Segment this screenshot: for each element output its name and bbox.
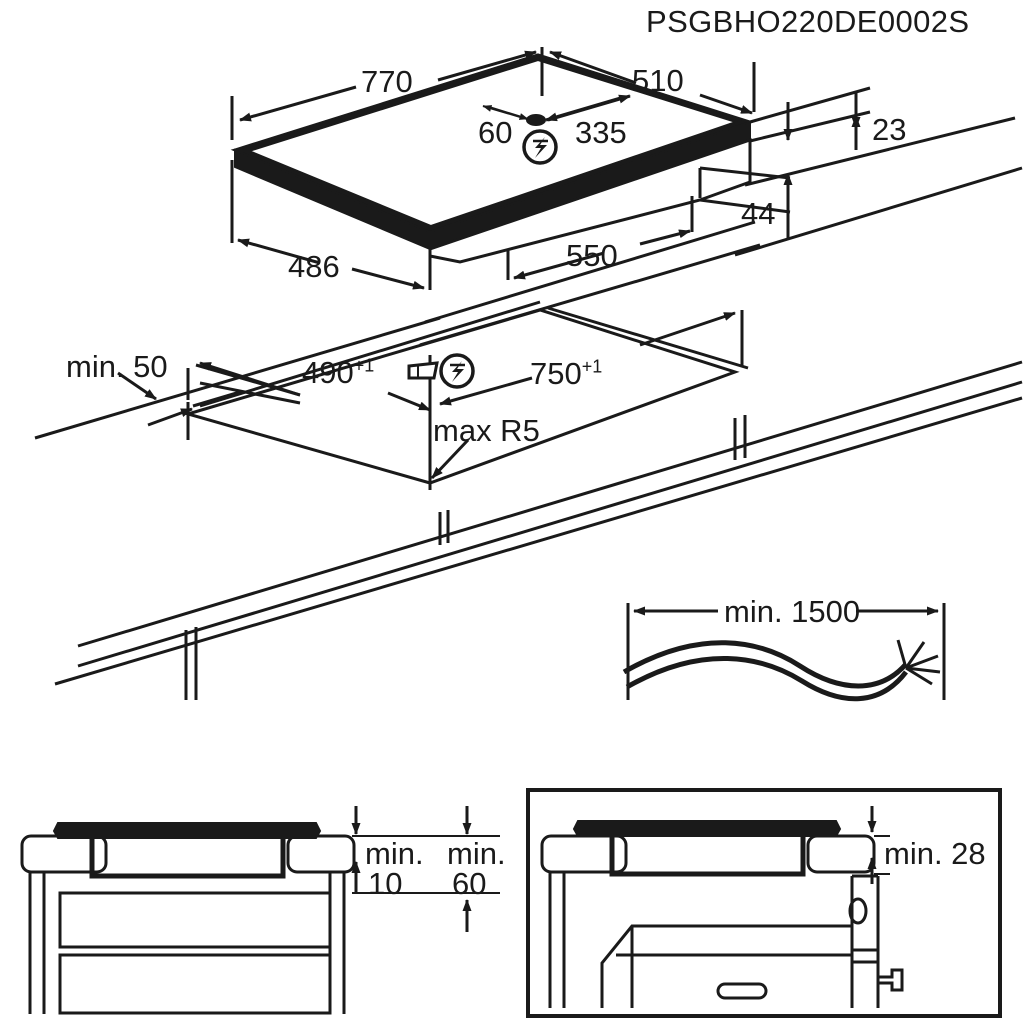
dim-335 xyxy=(545,94,631,122)
section-left-view xyxy=(20,806,500,1015)
hob-glass-section-r xyxy=(572,820,842,837)
dim-490 xyxy=(147,361,431,427)
oven-handle xyxy=(716,982,768,1000)
dim-23 xyxy=(749,86,871,150)
dim-label-min-60-number: 60 xyxy=(452,866,487,901)
dim-label-750: 750+1 xyxy=(530,358,602,389)
dim-550 xyxy=(506,196,694,280)
hob-glass-section xyxy=(52,822,322,839)
dim-label-min-50: min. 50 xyxy=(66,349,168,384)
dim-min-50 xyxy=(117,371,157,401)
electrical-connection-icon xyxy=(522,129,558,165)
dim-label-44: 44 xyxy=(741,196,776,231)
dim-label-min-1500: min. 1500 xyxy=(724,594,861,629)
dim-44 xyxy=(699,166,793,238)
cutout-plug-shape xyxy=(407,361,439,380)
dim-label-min-60-word: min. xyxy=(447,836,506,871)
dim-490-value: 490 xyxy=(302,355,354,390)
cutout-outline xyxy=(182,308,740,485)
dim-label-60: 60 xyxy=(478,115,513,150)
dim-label-335: 335 xyxy=(575,115,627,150)
worktop-right-r xyxy=(806,834,876,874)
hob-isometric-view xyxy=(230,47,1023,290)
dim-60 xyxy=(482,105,529,120)
leader-max-r5 xyxy=(430,438,470,480)
dim-label-486: 486 xyxy=(288,249,340,284)
dim-510 xyxy=(549,50,756,115)
worktop-right xyxy=(286,834,356,874)
connection-nub xyxy=(526,114,546,126)
hob-body-section xyxy=(89,838,286,879)
dim-486 xyxy=(230,160,432,290)
dim-label-min-10-word: min. xyxy=(365,836,424,871)
dim-label-23: 23 xyxy=(872,112,907,147)
dim-750 xyxy=(439,310,744,406)
drawer-lower xyxy=(58,953,332,1015)
drawer-upper xyxy=(58,891,332,949)
page-title: PSGBHO220DE0002S xyxy=(646,4,970,39)
dim-label-min-28: min. 28 xyxy=(884,836,986,871)
dim-label-550: 550 xyxy=(566,238,618,273)
dim-750-tolerance: +1 xyxy=(581,356,603,377)
electrical-connection-icon-cutout xyxy=(439,353,475,389)
cable-wave xyxy=(622,640,908,689)
cable-length-view xyxy=(622,603,946,702)
dim-490-tolerance: +1 xyxy=(353,355,375,376)
cutout-isometric-view xyxy=(34,220,1023,700)
dim-label-510: 510 xyxy=(632,63,684,98)
section-right-frame xyxy=(526,788,1002,1018)
dim-label-770: 770 xyxy=(361,64,413,99)
dim-label-490: 490+1 xyxy=(302,357,374,388)
section-right-view xyxy=(526,788,1002,1018)
dim-label-max-r5: max R5 xyxy=(433,413,540,448)
dim-770 xyxy=(230,47,544,140)
dim-label-min-10-number: 10 xyxy=(368,866,403,901)
hob-body-section-r xyxy=(609,836,806,877)
dim-750-value: 750 xyxy=(530,356,582,391)
